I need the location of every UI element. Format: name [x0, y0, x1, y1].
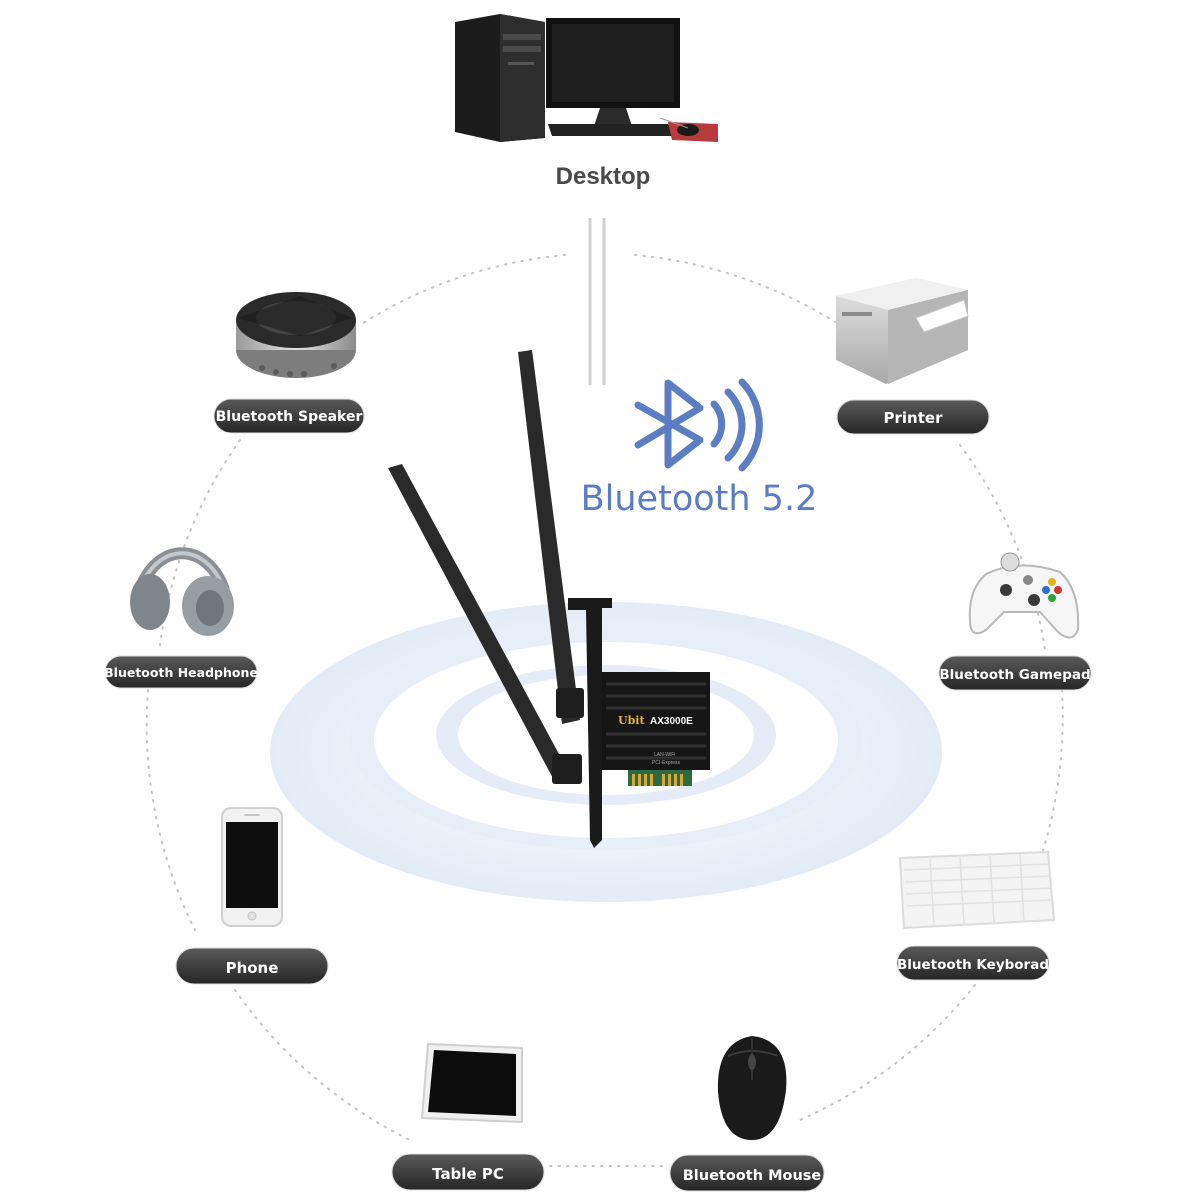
page-title: Desktop: [556, 163, 651, 190]
device-label: Bluetooth Speaker: [216, 409, 363, 425]
device-pill-printer: Printer: [836, 399, 990, 435]
keyboard-icon: [898, 850, 1056, 930]
card-sub-1: LAN-WiFi: [654, 752, 675, 758]
device-label: Printer: [884, 409, 944, 427]
device-pill-speaker: Bluetooth Speaker: [213, 398, 365, 434]
tablet-icon: [420, 1042, 523, 1124]
card-brand: Ubit: [618, 714, 645, 727]
device-pill-tablet: Table PC: [391, 1153, 545, 1191]
device-label: Phone: [226, 959, 279, 977]
gamepad-icon: [968, 552, 1080, 639]
device-label: Bluetooth Keyborad: [897, 957, 1049, 973]
bluetooth-icon: [634, 378, 763, 472]
headphone-icon: [130, 547, 234, 636]
device-pill-phone: Phone: [175, 947, 329, 985]
bluetooth-version-label: Bluetooth 5.2: [581, 479, 818, 519]
phone-icon: [221, 807, 283, 927]
device-pill-keyboard: Bluetooth Keyborad: [896, 945, 1050, 981]
device-label: Bluetooth Gamepad: [939, 667, 1090, 683]
desktop-icon: [455, 14, 718, 142]
device-ring: [145, 254, 1064, 1167]
device-pill-gamepad: Bluetooth Gamepad: [938, 655, 1092, 691]
card-sub-2: PCI-Express: [652, 760, 681, 766]
device-label: Bluetooth Mouse: [683, 1168, 822, 1184]
card-model: AX3000E: [650, 716, 693, 727]
device-label: Table PC: [432, 1165, 504, 1183]
printer-icon: [836, 278, 969, 384]
wifi-card-icon: [388, 350, 710, 848]
device-pill-mouse: Bluetooth Mouse: [669, 1154, 825, 1192]
speaker-icon: [236, 292, 356, 378]
device-label: Bluetooth Headphone: [104, 665, 258, 680]
mouse-icon: [717, 1036, 787, 1140]
desktop-connector: [588, 218, 606, 385]
device-pill-headphone: Bluetooth Headphone: [104, 655, 258, 689]
